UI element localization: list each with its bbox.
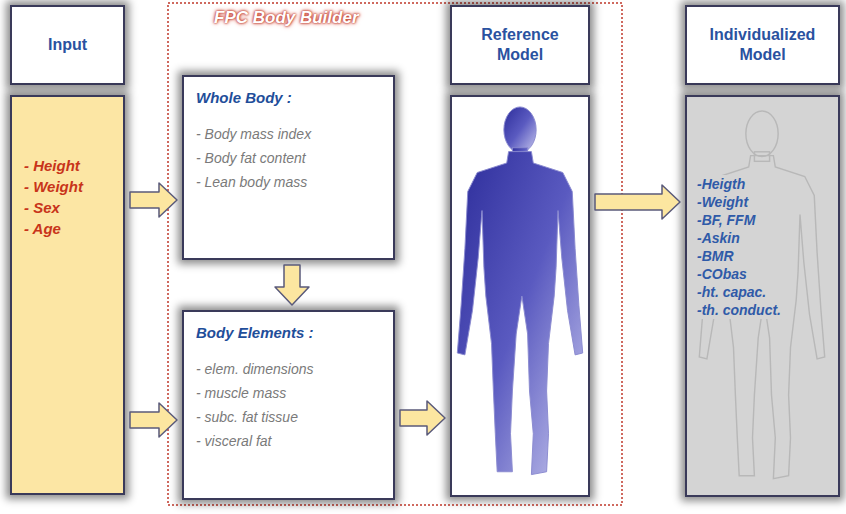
block-arrow <box>400 401 445 435</box>
list-item: -BF, FFM <box>695 211 757 229</box>
panel-ground <box>685 95 840 497</box>
model-column: Reference Model <box>450 5 590 497</box>
list-item: - subc. fat tissue <box>196 405 381 429</box>
list-item: - Lean body mass <box>196 170 381 194</box>
content-box: Body Elements : - elem. dimensions- muscl… <box>182 310 395 500</box>
panel-ground <box>450 95 590 497</box>
block-arrow <box>595 185 680 219</box>
dashed-region-border <box>168 3 622 505</box>
model-column: Individualized Model -Heigth-Weight-BF, F… <box>685 5 840 497</box>
list-item: -ht. capac. <box>695 283 768 301</box>
builder-region: FPC Body BuilderWhole Body : - Body mass … <box>168 3 622 505</box>
header-text: Reference Model <box>456 25 584 65</box>
list-item: - visceral fat <box>196 429 381 453</box>
list-item: - Age <box>24 218 119 239</box>
list-item: -Askin <box>695 229 742 247</box>
panel: - Height- Weight- Sex- Age <box>10 95 125 495</box>
list-item: -BMR <box>695 247 736 265</box>
header-text: Individualized Model <box>691 25 834 65</box>
block-arrow <box>130 183 177 217</box>
list-item: - Body mass index <box>196 122 381 146</box>
list-item: - Sex <box>24 197 119 218</box>
header-box: Reference Model <box>450 5 590 85</box>
list-item: -Heigth <box>695 175 747 193</box>
list-item: - muscle mass <box>196 381 381 405</box>
list-item: - Height <box>24 155 119 176</box>
block-arrow <box>275 265 309 305</box>
list-item: - Weight <box>24 176 119 197</box>
block-arrow <box>130 403 177 437</box>
region-title: FPC Body Builder <box>214 8 359 28</box>
list-item: - elem. dimensions <box>196 357 381 381</box>
header-text: Input <box>48 36 87 54</box>
box-title: Body Elements : <box>196 324 381 341</box>
panel: -Heigth-Weight-BF, FFM-Askin-BMR-CObas-h… <box>685 95 840 497</box>
list-item: -Weight <box>695 193 750 211</box>
header-box: Individualized Model <box>685 5 840 85</box>
list-item: -th. conduct. <box>695 301 783 319</box>
list-item: - Body fat content <box>196 146 381 170</box>
box-title: Whole Body : <box>196 89 381 106</box>
header-box: Input <box>10 5 125 85</box>
list-item: -CObas <box>695 265 749 283</box>
reference-body-figure <box>457 107 582 475</box>
model-column: Input - Height- Weight- Sex- Age <box>10 5 125 495</box>
content-box: Whole Body : - Body mass index- Body fat … <box>182 75 395 260</box>
panel <box>450 95 590 497</box>
